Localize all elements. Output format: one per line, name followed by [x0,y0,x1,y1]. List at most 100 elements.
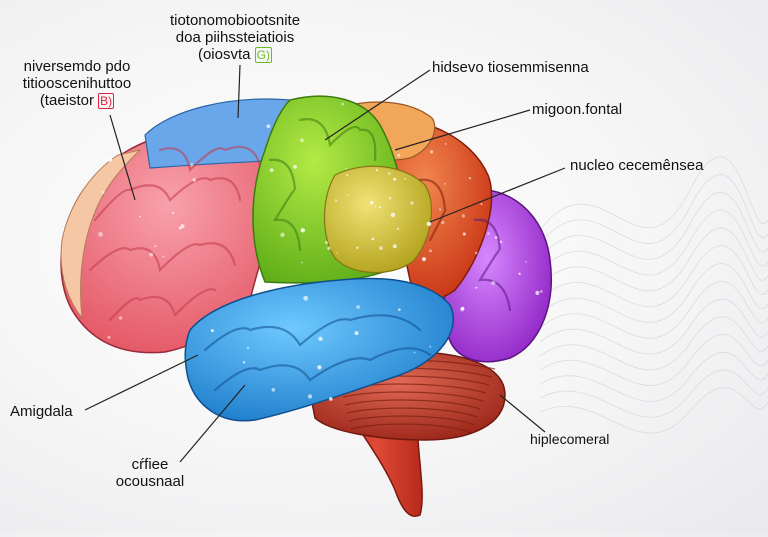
highlight-dot [329,397,333,401]
highlight-dot [356,305,360,309]
highlight-dot [397,154,400,157]
highlight-dot [139,216,141,218]
highlight-dot [397,228,399,230]
label-crfee-line2: ocousnaal [85,473,215,490]
leader-hiplec [500,395,545,432]
highlight-dot [154,245,156,247]
highlight-dot [404,178,406,180]
label-migoon: migoon.fontal [532,101,622,118]
label-top-center-line3: (oiosvta G) [145,46,325,64]
highlight-dot [429,249,432,252]
highlight-dot [439,208,441,210]
highlight-dot [243,361,245,363]
highlight-dot [410,201,413,204]
label-top-center: tiotonomobiootsnite doa piihssteiatiois … [145,12,325,64]
highlight-dot [441,221,444,224]
label-hiplec: hiplecomeral [530,431,609,448]
highlight-dot [267,124,271,128]
highlight-dot [475,287,477,289]
label-top-left-badge: B) [98,93,114,109]
insula-region [324,166,431,272]
highlight-dot [317,365,321,369]
label-hidsevo: hidsevo tiosemmisenna [432,59,589,76]
highlight-dot [461,307,464,310]
highlight-dot [481,203,483,205]
highlight-dot [422,257,426,261]
label-crfee: cŕfiee ocousnaal [85,456,215,490]
highlight-dot [336,252,338,254]
wave-line [540,281,768,338]
highlight-dot [379,246,383,250]
highlight-dot [293,165,297,169]
leader-amigdala [85,355,198,410]
label-top-center-line2: doa piihssteiatiois [145,29,325,46]
highlight-dot [303,296,308,301]
highlight-dot [429,346,431,348]
highlight-dot [495,236,498,239]
highlight-dot [300,138,304,142]
label-top-left-line3: (taeistor B) [2,92,152,110]
highlight-dot [247,347,250,350]
wave-line [540,175,768,244]
highlight-dot [347,195,349,197]
wave-line [540,228,768,291]
wave-line [540,192,768,259]
highlight-dot [391,213,396,218]
highlight-dot [318,337,322,341]
highlight-dot [327,247,330,250]
highlight-dot [270,168,274,172]
highlight-dot [356,247,358,249]
highlight-dot [119,316,122,319]
highlight-dot [389,197,392,200]
highlight-dot [518,273,520,275]
highlight-dot [393,178,396,181]
highlight-dot [500,241,503,244]
label-top-center-line3-text: (oiosvta [198,46,251,63]
wave-line [540,370,768,417]
highlight-dot [379,206,381,208]
highlight-dot [181,224,185,228]
highlight-dot [540,290,543,293]
highlight-dot [372,238,375,241]
label-top-center-badge: G) [255,47,272,63]
label-nucleo: nucleo cecemênsea [570,157,703,174]
highlight-dot [108,336,111,339]
highlight-dot [535,291,539,295]
highlight-dot [533,341,536,344]
highlight-dot [398,308,401,311]
highlight-dot [108,157,113,162]
label-top-left-line2: titiooscenihuttoo [2,75,152,92]
highlight-dot [525,261,527,263]
highlight-dot [469,177,471,179]
highlight-dot [355,331,359,335]
highlight-dot [193,178,196,181]
highlight-dot [487,232,490,235]
wave-line [540,352,768,401]
background-waves [540,157,768,433]
wave-line [540,335,768,386]
highlight-dot [444,183,446,185]
highlight-dot [280,233,284,237]
highlight-dot [430,150,433,153]
highlight-dot [162,256,164,258]
highlight-dot [475,252,478,255]
highlight-dot [172,212,174,214]
highlight-dot [190,163,193,166]
highlight-dot [462,214,465,217]
highlight-dot [346,174,348,176]
label-top-left: niversemdo pdo titiooscenihuttoo (taeist… [2,58,152,110]
wave-line [540,388,768,433]
highlight-dot [302,262,304,264]
wave-line [540,299,768,354]
highlight-dot [301,228,305,232]
label-crfee-line1: cŕfiee [85,456,215,473]
label-top-left-line3-text: (taeistor [40,92,94,109]
highlight-dot [376,169,378,171]
highlight-dot [491,281,495,285]
highlight-dot [375,206,377,208]
highlight-dot [149,253,153,257]
highlight-dot [98,232,103,237]
wave-line [540,246,768,307]
highlight-dot [388,172,391,175]
